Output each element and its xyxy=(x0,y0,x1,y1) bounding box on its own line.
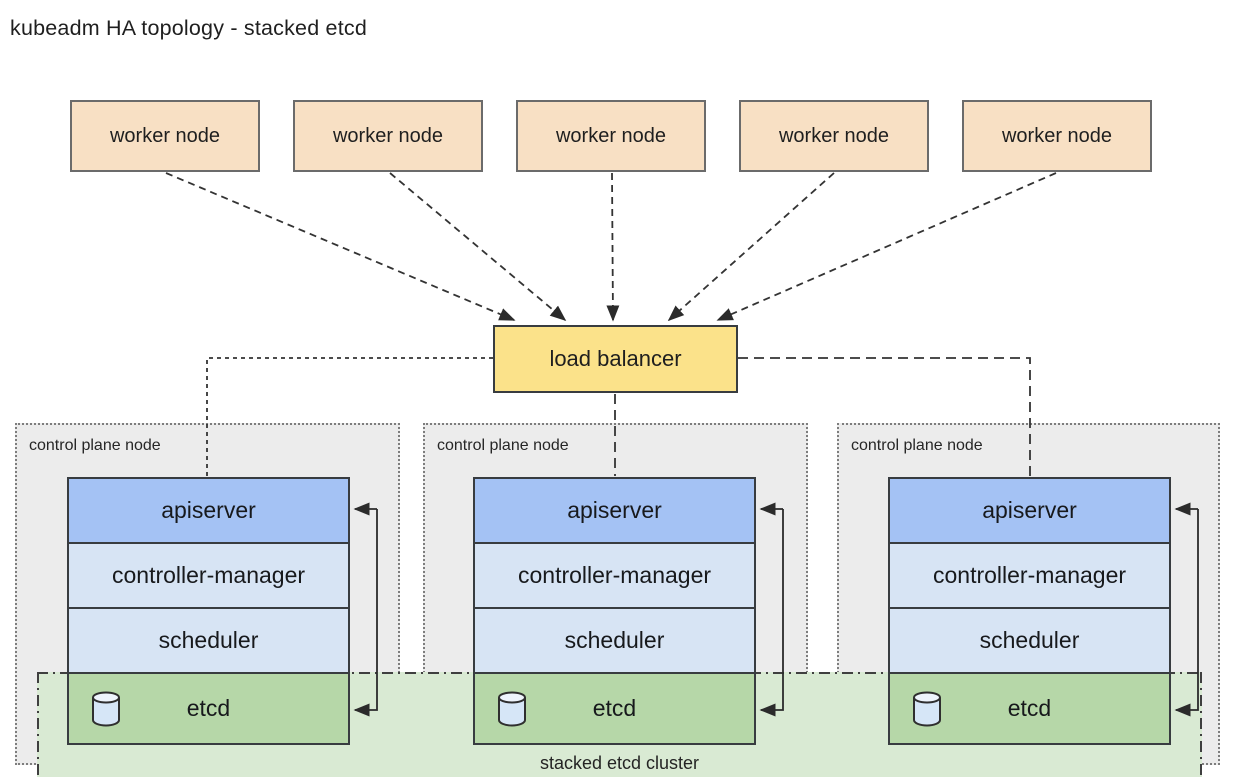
worker-node-2: worker node xyxy=(293,100,483,172)
worker-node-label: worker node xyxy=(332,124,444,147)
etcd-label: etcd xyxy=(592,695,637,721)
etcd-label: etcd xyxy=(186,695,231,721)
etcd-box: etcd xyxy=(890,672,1169,743)
worker-node-label: worker node xyxy=(778,124,890,147)
worker4-to-lb-arrow xyxy=(667,172,835,322)
worker-node-label: worker node xyxy=(555,124,667,147)
worker-node-label: worker node xyxy=(1001,124,1113,147)
database-cylinder-icon xyxy=(498,691,526,726)
controller-manager-label: controller-manager xyxy=(111,562,306,588)
scheduler-box: scheduler xyxy=(475,607,754,672)
worker1-to-lb-arrow xyxy=(165,172,516,321)
controller-manager-box: controller-manager xyxy=(475,542,754,607)
stacked-etcd-cluster-label: stacked etcd cluster xyxy=(539,753,700,773)
etcd-box: etcd xyxy=(475,672,754,743)
worker-node-5: worker node xyxy=(962,100,1152,172)
apiserver-label: apiserver xyxy=(982,497,1077,523)
worker-node-4: worker node xyxy=(739,100,929,172)
apiserver-box: apiserver xyxy=(890,479,1169,542)
control-plane-node-label: control plane node xyxy=(851,437,983,454)
etcd-label: etcd xyxy=(1007,695,1052,721)
worker-node-3: worker node xyxy=(516,100,706,172)
apiserver-box: apiserver xyxy=(69,479,348,542)
scheduler-label: scheduler xyxy=(979,627,1080,653)
apiserver-label: apiserver xyxy=(161,497,256,523)
load-balancer-box: load balancer xyxy=(493,325,738,393)
control-plane-node-label: control plane node xyxy=(437,437,569,454)
component-stack-1: apiserver controller-manager scheduler e… xyxy=(67,477,350,745)
load-balancer-label: load balancer xyxy=(549,346,682,371)
controller-manager-box: controller-manager xyxy=(69,542,348,607)
diagram-title: kubeadm HA topology - stacked etcd xyxy=(10,16,367,40)
worker3-to-lb-arrow xyxy=(606,172,620,322)
control-plane-node-label: control plane node xyxy=(29,437,161,454)
worker-node-1: worker node xyxy=(70,100,260,172)
scheduler-label: scheduler xyxy=(564,627,665,653)
worker-to-lb-arrows xyxy=(165,172,1057,322)
database-cylinder-icon xyxy=(92,691,120,726)
component-stack-3: apiserver controller-manager scheduler e… xyxy=(888,477,1171,745)
worker2-to-lb-arrow xyxy=(389,172,567,322)
scheduler-box: scheduler xyxy=(890,607,1169,672)
worker-node-label: worker node xyxy=(109,124,221,147)
controller-manager-label: controller-manager xyxy=(517,562,712,588)
scheduler-box: scheduler xyxy=(69,607,348,672)
controller-manager-label: controller-manager xyxy=(932,562,1127,588)
scheduler-label: scheduler xyxy=(158,627,259,653)
apiserver-box: apiserver xyxy=(475,479,754,542)
worker5-to-lb-arrow xyxy=(716,172,1057,321)
apiserver-label: apiserver xyxy=(567,497,662,523)
component-stack-2: apiserver controller-manager scheduler e… xyxy=(473,477,756,745)
controller-manager-box: controller-manager xyxy=(890,542,1169,607)
database-cylinder-icon xyxy=(913,691,941,726)
etcd-box: etcd xyxy=(69,672,348,743)
